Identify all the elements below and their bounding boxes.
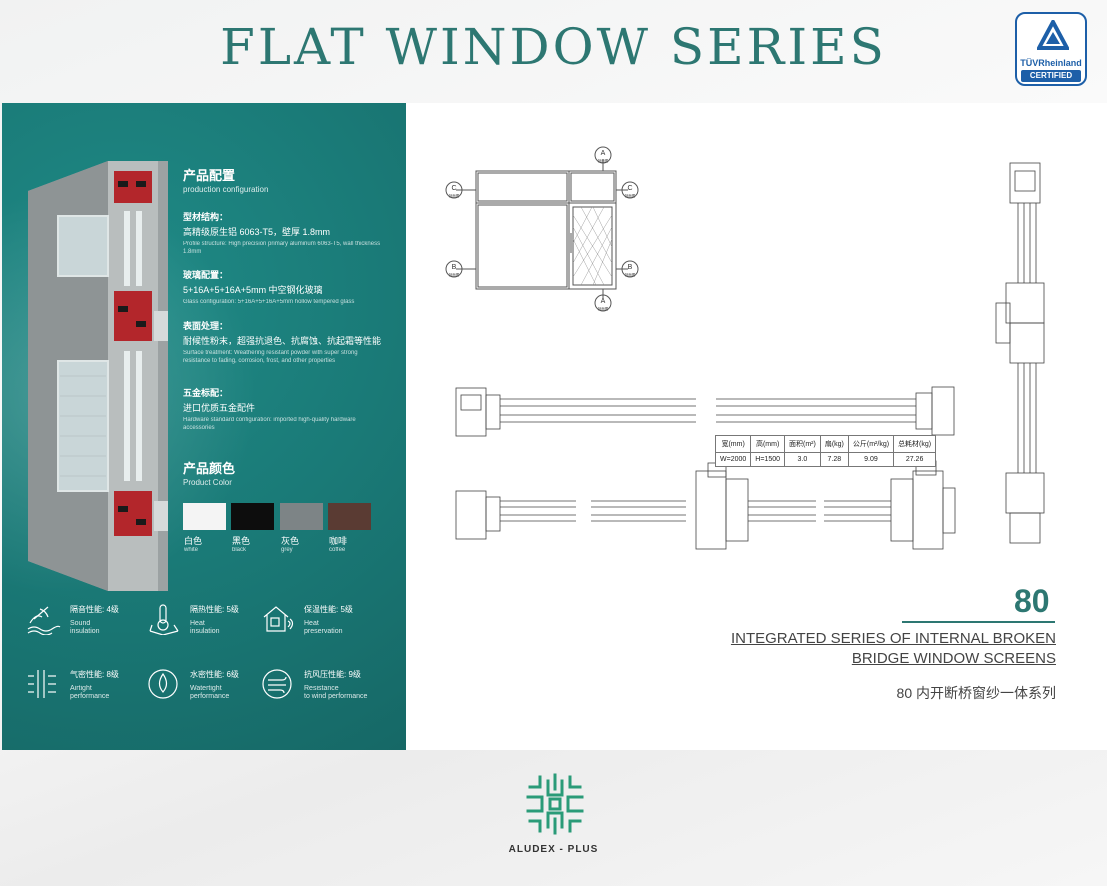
swatch-label-black: 黑色 black <box>232 536 251 553</box>
spec-value-row: W=2000 H=1500 3.0 7.28 9.09 27.26 <box>714 452 937 467</box>
section-label-b-left: 剖面图 <box>449 272 460 277</box>
section-mark-c-left: C <box>451 185 456 192</box>
sound-insulation-icon <box>27 606 61 635</box>
aludex-logo-icon <box>526 773 584 835</box>
spec-header-cell: 高(mm) <box>750 435 785 453</box>
config-item-profile: 型材结构： 高精级原生铝 6063-T5，壁厚 1.8mm Profile st… <box>183 212 381 255</box>
cert-label: CERTIFIED <box>1021 70 1081 82</box>
window-profile-illustration <box>28 161 168 591</box>
page-title: FLAT WINDOW SERIES <box>220 18 887 76</box>
swatch-label-white: 白色 white <box>184 536 203 553</box>
config-heading: 产品配置 production configuration <box>183 168 269 194</box>
section-mark-b-left: B <box>452 264 457 271</box>
swatch-grey[interactable] <box>280 503 323 530</box>
tuv-certified-badge: TÜVRheinland CERTIFIED <box>1015 12 1087 86</box>
section-mark-a-top: A <box>601 150 606 157</box>
series-title-cn: 80 内开断桥窗纱一体系列 <box>896 685 1056 701</box>
airtight-icon <box>28 670 56 698</box>
section-label-b-right: 剖面图 <box>625 272 636 277</box>
spec-value-cell: 27.26 <box>893 452 937 467</box>
spec-header-cell: 公斤(m²/kg) <box>847 435 895 453</box>
spec-value-cell: W=2000 <box>714 452 752 467</box>
product-info-panel: 产品配置 production configuration 型材结构： 高精级原… <box>2 103 406 750</box>
spec-table: 宽(mm) 高(mm) 面积(m²) 扇(kg) 公斤(m²/kg) 总耗材(k… <box>714 435 937 467</box>
config-item-glass: 玻璃配置： 5+16A+5+16A+5mm 中空钢化玻璃 Glass confi… <box>183 270 355 305</box>
watertight-icon <box>148 669 178 699</box>
technical-drawing: C C B B A A 剖面图 剖面图 剖面图 剖面图 剖面图 剖面图 <box>445 146 1045 550</box>
section-label-a-bottom: 剖面图 <box>598 306 609 311</box>
swatch-white[interactable] <box>183 503 226 530</box>
spec-header-cell: 面积(m²) <box>784 435 821 453</box>
swatch-coffee[interactable] <box>328 503 371 530</box>
spec-value-cell: H=1500 <box>750 452 785 467</box>
swatch-label-grey: 灰色 grey <box>281 536 300 553</box>
section-mark-a-bottom: A <box>601 298 606 305</box>
spec-value-cell: 7.28 <box>819 452 849 467</box>
spec-value-cell: 9.09 <box>847 452 895 467</box>
swatch-label-coffee: 咖啡 coffee <box>329 536 348 553</box>
wind-resistance-icon <box>262 669 292 699</box>
series-title-en-line2: BRIDGE WINDOW SCREENS <box>851 650 1056 667</box>
swatch-black[interactable] <box>231 503 274 530</box>
spec-value-cell: 3.0 <box>784 452 821 467</box>
tuv-logo-icon <box>1037 20 1069 50</box>
section-label-a-top: 剖面图 <box>598 158 609 163</box>
footer-brand: ALUDEX - PLUS <box>508 844 599 855</box>
config-item-surface: 表面处理： 耐候性粉末，超强抗退色、抗腐蚀、抗起霜等性能 Surface tre… <box>183 321 382 364</box>
series-title-en-line1: INTEGRATED SERIES OF INTERNAL BROKEN <box>730 630 1056 647</box>
heat-insulation-icon <box>149 604 179 635</box>
series-number: 80 <box>1014 583 1050 619</box>
product-sheet: 产品配置 production configuration 型材结构： 高精级原… <box>2 103 1107 750</box>
color-heading: 产品颜色 Product Color <box>183 461 236 487</box>
spec-header-cell: 总耗材(kg) <box>893 435 937 453</box>
section-mark-c-right: C <box>627 185 632 192</box>
heat-preservation-icon <box>263 606 294 632</box>
section-label-c-right: 剖面图 <box>625 193 636 198</box>
section-mark-b-right: B <box>628 264 633 271</box>
spec-header-cell: 扇(kg) <box>819 435 849 453</box>
section-label-c-left: 剖面图 <box>449 193 460 198</box>
cert-brand: TÜVRheinland <box>1020 58 1082 68</box>
series-divider <box>902 621 1055 623</box>
spec-header-cell: 宽(mm) <box>714 435 752 453</box>
spec-header-row: 宽(mm) 高(mm) 面积(m²) 扇(kg) 公斤(m²/kg) 总耗材(k… <box>714 435 937 453</box>
config-item-hardware: 五金标配： 进口优质五金配件 Hardware standard configu… <box>183 388 356 431</box>
